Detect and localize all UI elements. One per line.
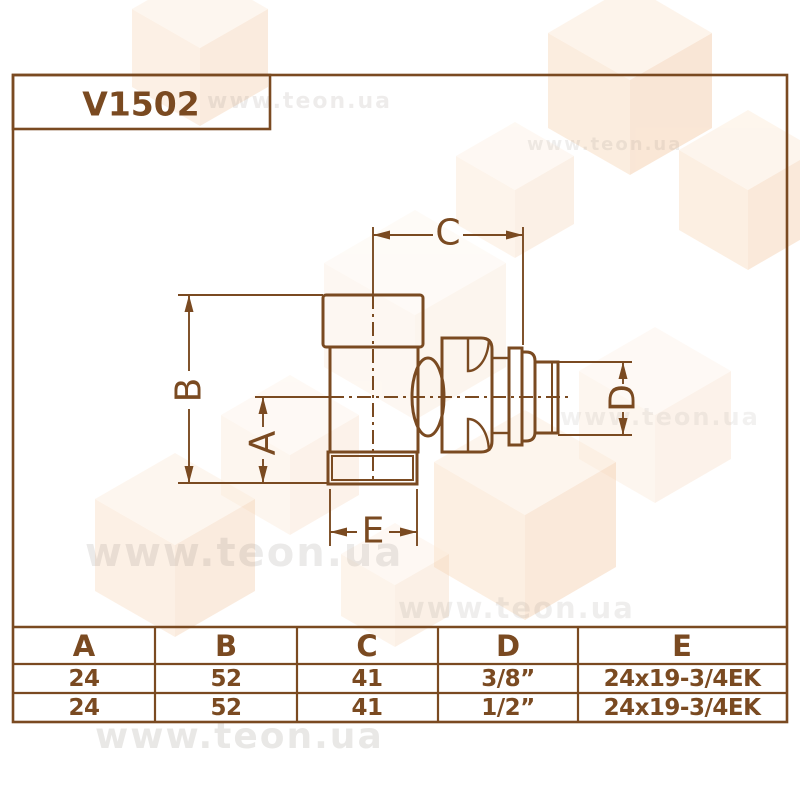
arrowhead: [400, 527, 417, 537]
hexagon-cube: [221, 375, 359, 535]
table-cell: 24: [68, 695, 99, 721]
dim-label-b: B: [169, 378, 210, 403]
table-header-cell: A: [73, 629, 96, 663]
dim-label-d: D: [603, 384, 644, 412]
hexagon-cube: [434, 410, 616, 620]
hexagon-cube: [548, 0, 712, 175]
table-row: 24 52 41 3/8” 24x19-3/4EK: [68, 666, 762, 692]
arrowhead: [184, 466, 194, 483]
arrowhead: [184, 295, 194, 312]
arrowhead: [258, 466, 268, 483]
table-cell: 1/2”: [481, 695, 535, 721]
table-cell: 41: [351, 666, 382, 692]
arrowhead: [330, 527, 347, 537]
table-cell: 3/8”: [481, 666, 535, 692]
arrowhead: [373, 230, 390, 240]
bottom-thread-inner: [331, 455, 414, 481]
table-cell: 41: [351, 695, 382, 721]
table-header-cell: B: [215, 629, 237, 663]
watermark-text: www.teon.ua: [398, 591, 635, 625]
union-nut-facet-bottom: [466, 417, 491, 452]
hexagon-watermark-pattern: [95, 0, 800, 647]
watermark-text: www.teon.ua: [207, 89, 392, 114]
arrowhead: [506, 230, 523, 240]
dimension-b: B: [169, 294, 327, 484]
union-nut-facet-top: [466, 338, 491, 373]
dimension-d: D: [558, 361, 644, 436]
union-nut: [440, 336, 494, 454]
model-label-box: [11, 73, 272, 131]
valve-section-drawing: [321, 293, 570, 486]
hexagon-cube: [95, 453, 255, 637]
dimension-e: E: [329, 489, 418, 552]
url-watermarks: www.teon.ua www.teon.ua www.teon.ua www.…: [85, 89, 760, 757]
table-cell: 52: [210, 666, 241, 692]
arrowhead: [258, 397, 268, 414]
spec-table: A B C D E 24 52 41 3/8” 24x19-3/4EK 24 5…: [13, 625, 787, 722]
dimension-c: C: [372, 213, 524, 345]
table-row: 24 52 41 1/2” 24x19-3/4EK: [68, 695, 762, 721]
hexagon-cube: [132, 0, 268, 126]
hexagon-cube: [341, 523, 449, 647]
table-header-cell: D: [496, 629, 520, 663]
table-header-cell: C: [356, 629, 377, 663]
dimension-a: A: [243, 396, 330, 483]
hexagon-cube: [579, 327, 731, 503]
table-cell: 24: [68, 666, 99, 692]
watermark-text: www.teon.ua: [560, 403, 760, 431]
table-header-cell: E: [672, 629, 692, 663]
table-cell: 24x19-3/4EK: [604, 695, 763, 721]
dim-label-e: E: [362, 511, 385, 552]
dim-label-c: C: [435, 213, 460, 254]
hexagon-cube: [456, 122, 574, 258]
model-number: V1502: [82, 85, 199, 124]
arrowhead: [618, 362, 628, 379]
hexagon-cube: [324, 210, 506, 420]
drawing-frame: [11, 73, 789, 724]
watermark-text: www.teon.ua: [527, 134, 682, 155]
table-cell: 52: [210, 695, 241, 721]
dim-label-a: A: [243, 430, 284, 455]
watermark-text: www.teon.ua: [85, 530, 403, 576]
table-cell: 24x19-3/4EK: [604, 666, 763, 692]
arrowhead: [618, 418, 628, 435]
